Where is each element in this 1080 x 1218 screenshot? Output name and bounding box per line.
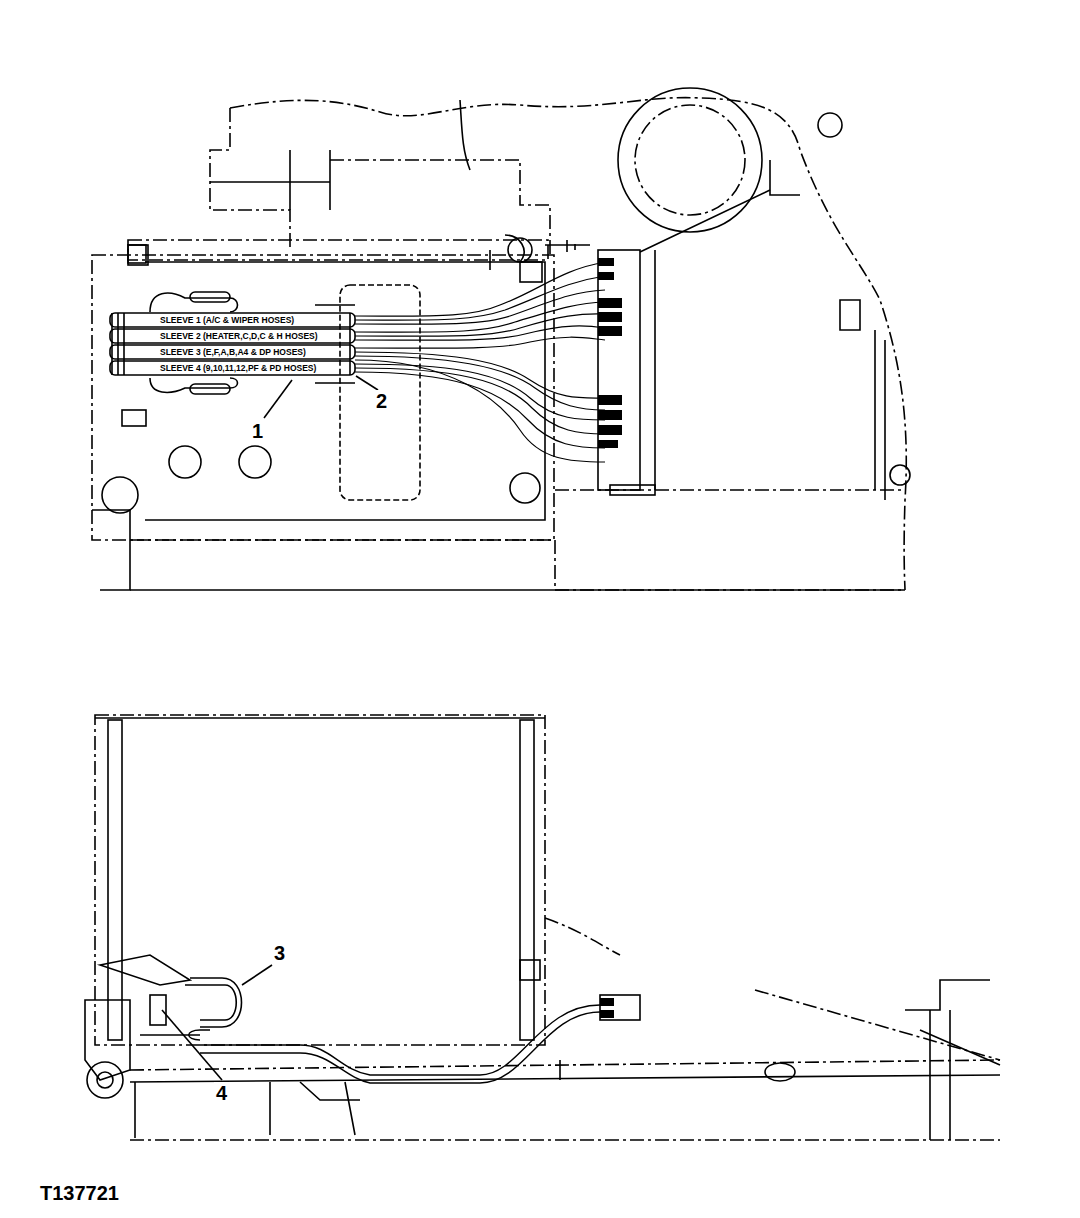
figure-id: T137721 (40, 1182, 119, 1204)
callout-number: 4 (214, 1082, 229, 1104)
sleeve-label: SLEEVE 1 (A/C & WIPER HOSES) (160, 315, 294, 325)
callout-number: 3 (272, 942, 287, 964)
sleeve-label: SLEEVE 4 (9,10,11,12,PF & PD HOSES) (160, 363, 316, 373)
callout-number: 1 (250, 420, 265, 442)
callout-number: 2 (374, 390, 389, 412)
sleeve-label: SLEEVE 3 (E,F,A,B,A4 & DP HOSES) (160, 347, 306, 357)
sleeve-label: SLEEVE 2 (HEATER,C,D,C & H HOSES) (160, 331, 318, 341)
